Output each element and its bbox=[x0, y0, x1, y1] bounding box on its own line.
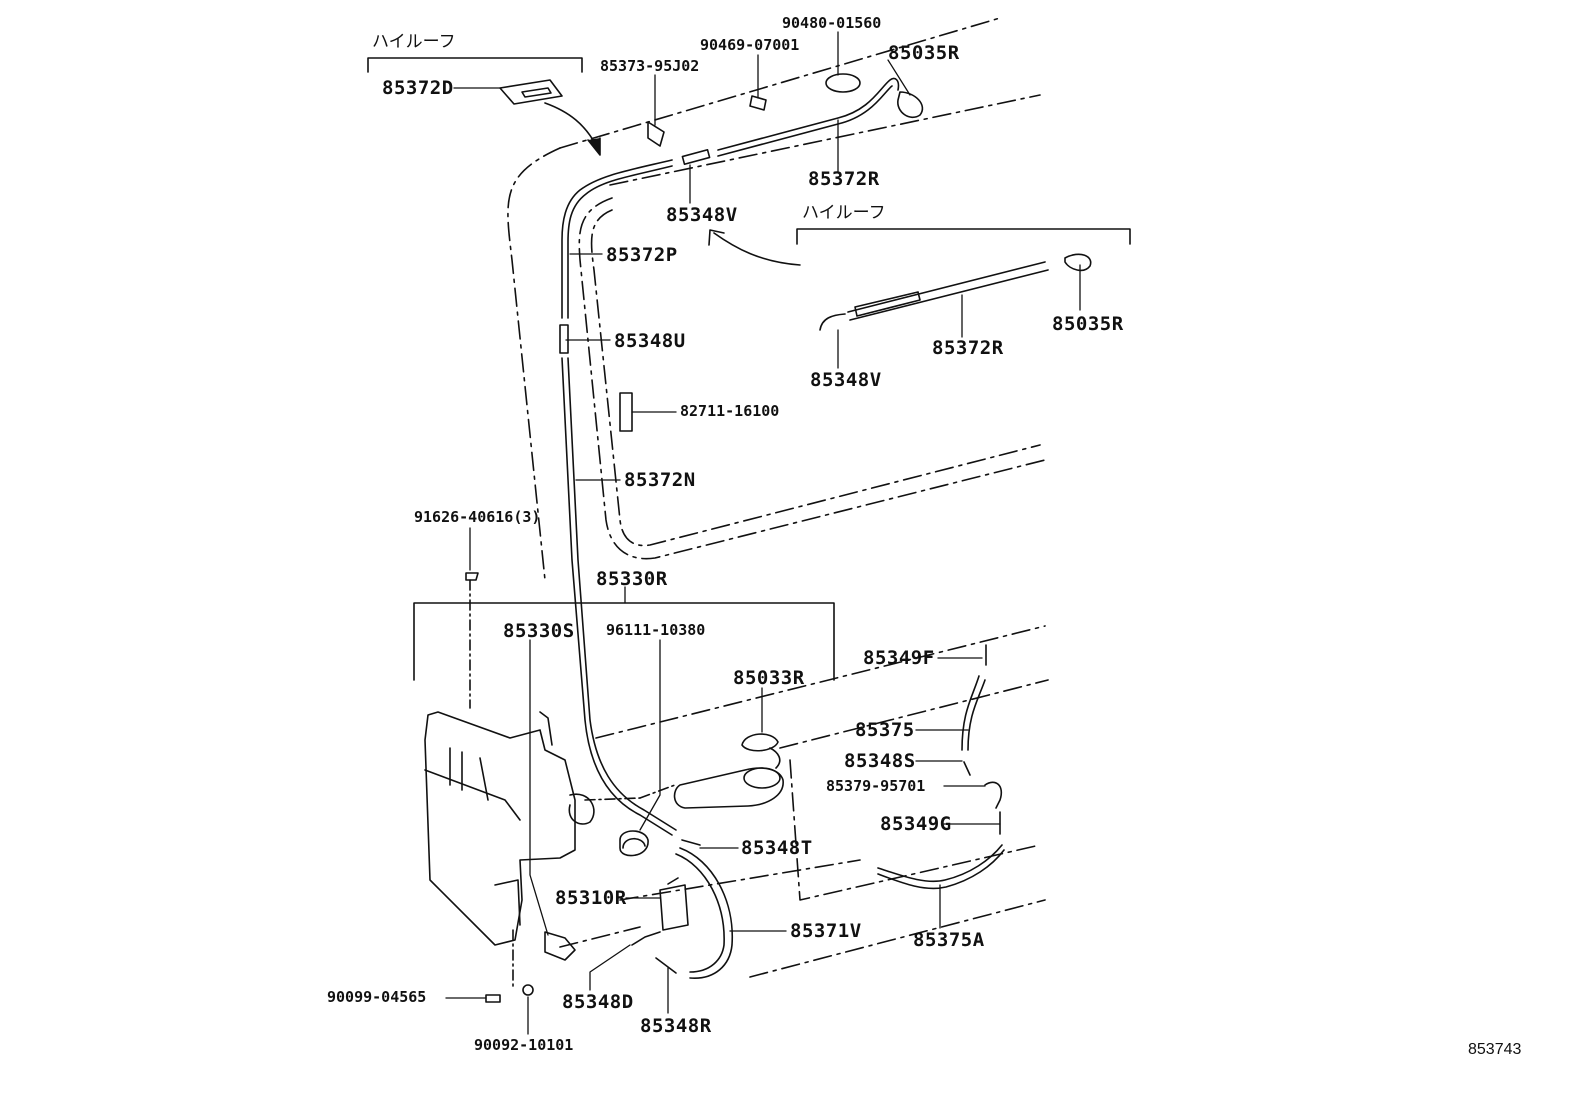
hose-85375 bbox=[967, 679, 986, 751]
label-85372R-right: 85372R bbox=[932, 337, 1004, 359]
label-82711-16100: 82711-16100 bbox=[680, 402, 780, 420]
label-85349F: 85349F bbox=[863, 647, 935, 669]
bracket-85330R bbox=[413, 602, 835, 681]
label-85375: 85375 bbox=[855, 719, 915, 741]
hose-85375A bbox=[877, 844, 1003, 883]
part-90099-04565 bbox=[485, 994, 501, 1003]
label-hiroof-left: ハイルーフ bbox=[372, 32, 456, 52]
label-85033R: 85033R bbox=[733, 667, 805, 689]
hiroof-bracket-right bbox=[796, 228, 1131, 245]
leader-lines bbox=[445, 31, 1081, 1035]
part-85310R bbox=[659, 884, 689, 931]
label-85372D: 85372D bbox=[382, 77, 454, 99]
label-85348R: 85348R bbox=[640, 1015, 712, 1037]
part-85379-95701 bbox=[984, 781, 1003, 809]
arrow-85372D bbox=[544, 102, 597, 146]
label-hiroof-right: ハイルーフ bbox=[802, 203, 886, 223]
part-85373-95J02 bbox=[647, 121, 665, 147]
part-85348R bbox=[655, 957, 677, 974]
label-85372R-top: 85372R bbox=[808, 168, 880, 190]
hose-85371V bbox=[679, 847, 734, 979]
part-85348U bbox=[559, 324, 569, 354]
label-85348T: 85348T bbox=[741, 837, 813, 859]
label-85330S: 85330S bbox=[503, 620, 575, 642]
hiroof-bracket-left bbox=[367, 57, 583, 73]
arrow-hiroof-right bbox=[713, 232, 801, 266]
label-96111-10380: 96111-10380 bbox=[606, 621, 706, 639]
diagram-id: 853743 bbox=[1468, 1041, 1522, 1058]
part-90480-01560 bbox=[825, 73, 861, 93]
part-96111-10380 bbox=[619, 830, 649, 857]
label-90092-10101: 90092-10101 bbox=[474, 1036, 574, 1054]
label-85348D: 85348D bbox=[562, 991, 634, 1013]
label-85375A: 85375A bbox=[913, 929, 985, 951]
part-90469-07001 bbox=[749, 95, 767, 111]
body-outline bbox=[507, 17, 1049, 978]
part-85348V-right bbox=[819, 313, 846, 331]
part-85348S bbox=[963, 761, 971, 776]
part-85035R-right bbox=[1064, 253, 1092, 272]
label-85035R-right: 85035R bbox=[1052, 313, 1124, 335]
part-85330S bbox=[544, 931, 576, 961]
label-85379-95701: 85379-95701 bbox=[826, 777, 926, 795]
label-85330R: 85330R bbox=[596, 568, 668, 590]
part-85033R bbox=[741, 733, 779, 752]
hose-upper-left bbox=[561, 159, 673, 319]
label-85035R-top: 85035R bbox=[888, 42, 960, 64]
hose-85372R-top bbox=[717, 77, 900, 151]
label-85348V-top: 85348V bbox=[666, 204, 738, 226]
part-85348D bbox=[631, 931, 661, 946]
part-85035R-top bbox=[897, 91, 924, 119]
label-85348V-right: 85348V bbox=[810, 369, 882, 391]
label-85349G: 85349G bbox=[880, 813, 952, 835]
part-washer-tank bbox=[424, 711, 595, 946]
label-85348U: 85348U bbox=[614, 330, 686, 352]
label-85373-95J02: 85373-95J02 bbox=[600, 57, 700, 75]
hose-85372R-right bbox=[847, 261, 1046, 313]
label-90469-07001: 90469-07001 bbox=[700, 36, 800, 54]
hose-85372N bbox=[561, 357, 673, 836]
part-85372D bbox=[499, 79, 563, 105]
label-91626-40616: 91626-40616(3) bbox=[414, 508, 541, 526]
label-85310R: 85310R bbox=[555, 887, 627, 909]
label-90099-04565: 90099-04565 bbox=[327, 988, 427, 1006]
part-82711-16100 bbox=[619, 392, 633, 432]
label-85348S: 85348S bbox=[844, 750, 916, 772]
label-85372N: 85372N bbox=[624, 469, 696, 491]
part-90092-10101 bbox=[522, 984, 534, 996]
label-85372P: 85372P bbox=[606, 244, 678, 266]
label-85371V: 85371V bbox=[790, 920, 862, 942]
label-90480-01560: 90480-01560 bbox=[782, 14, 882, 32]
part-91626-40616 bbox=[465, 572, 479, 581]
